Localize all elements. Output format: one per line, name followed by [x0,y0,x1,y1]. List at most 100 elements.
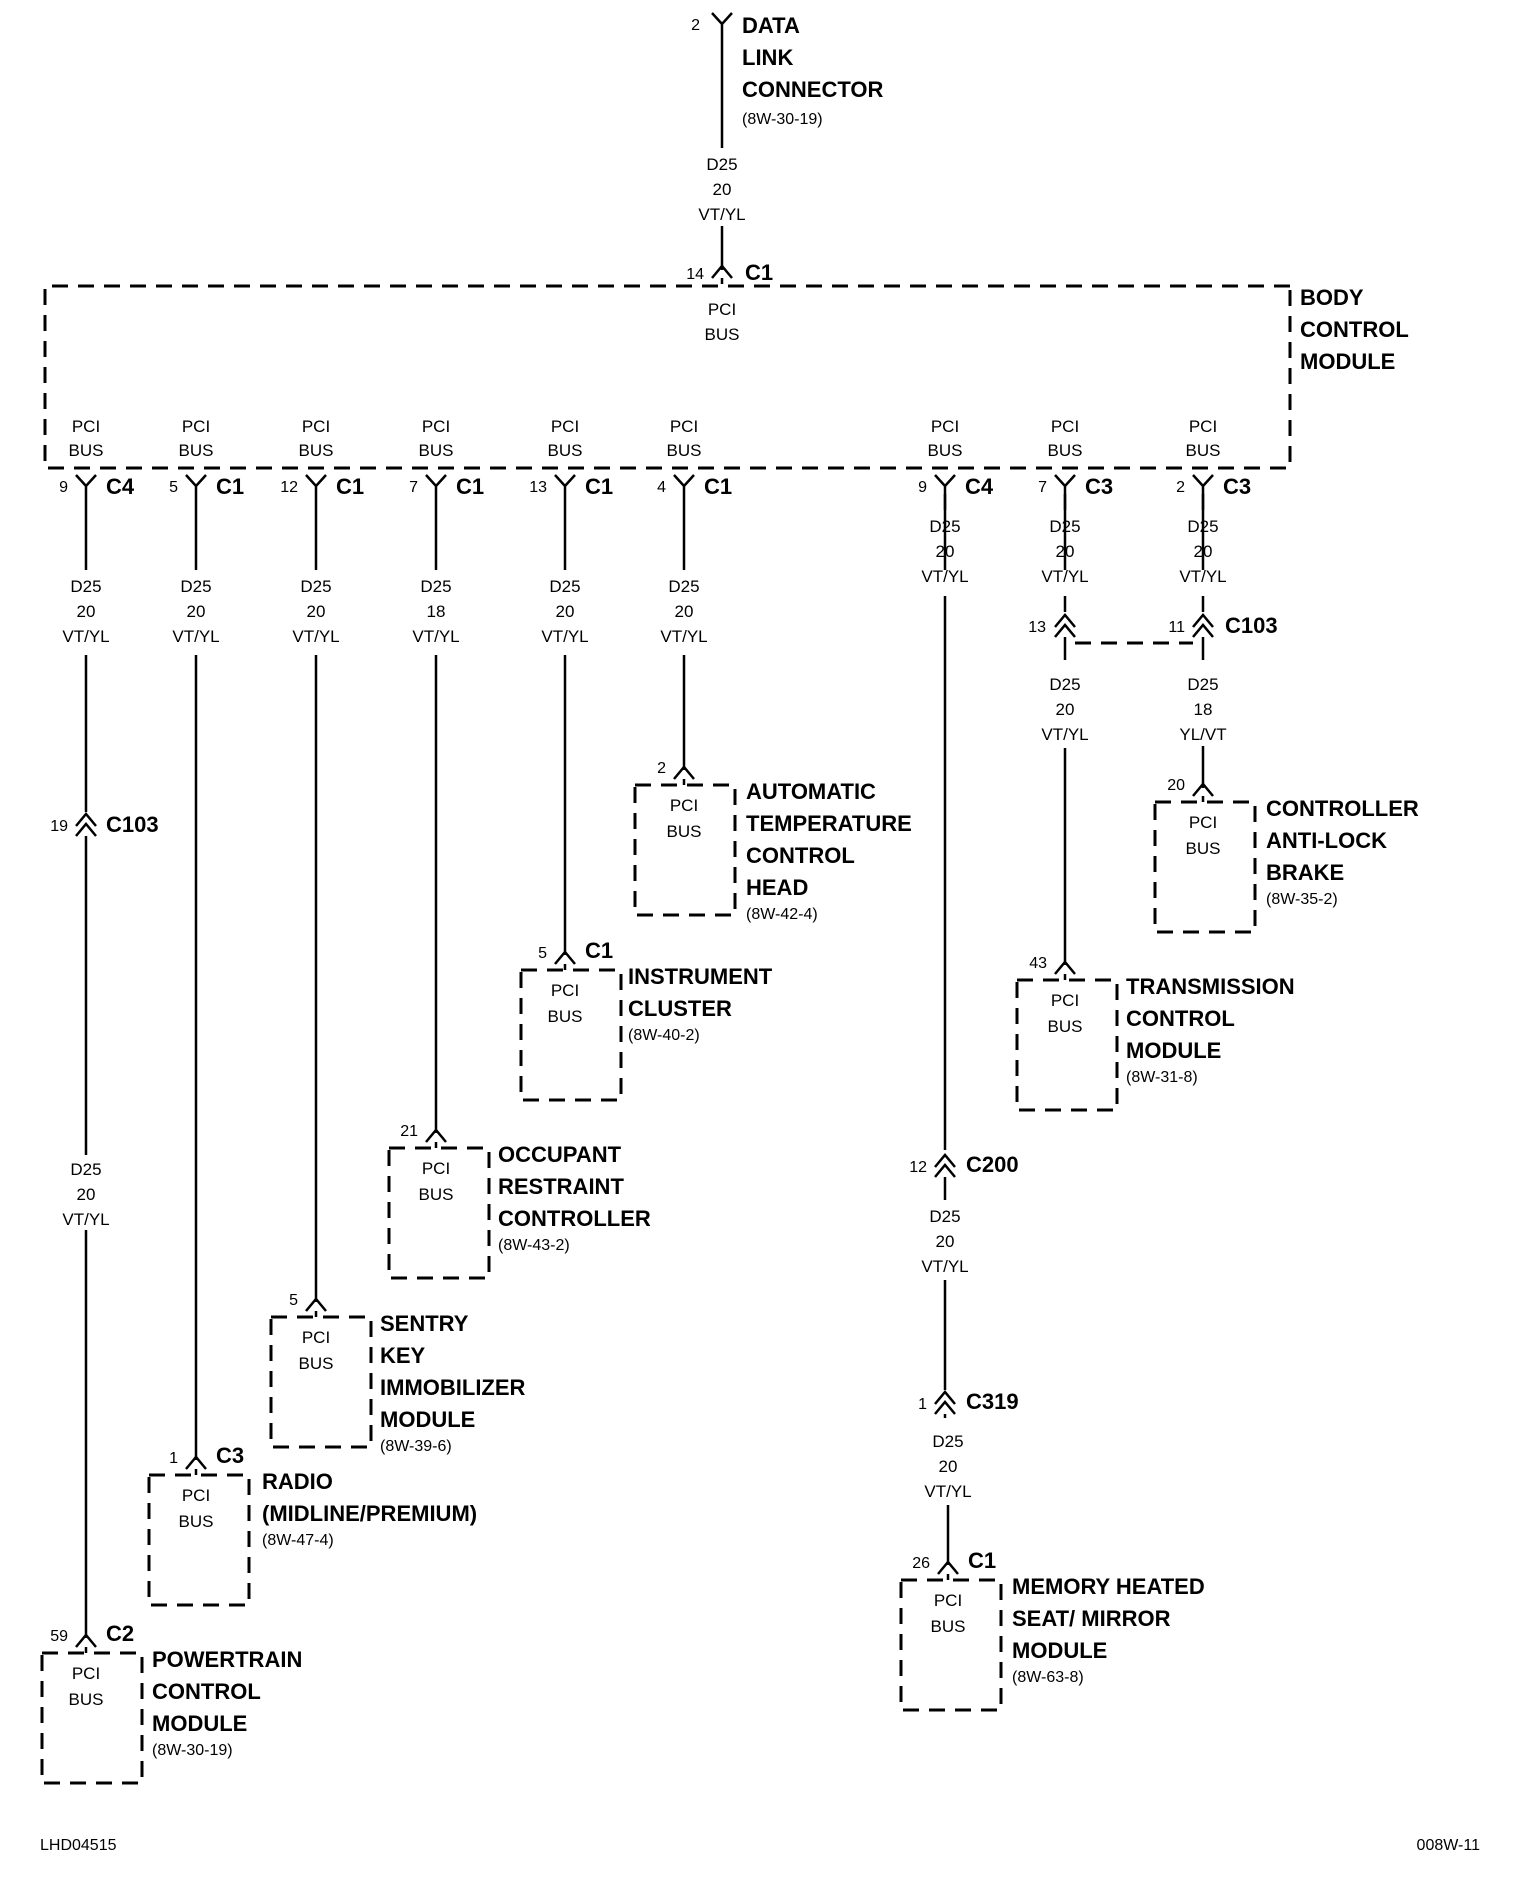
tap-wire-label-line: VT/YL [1179,567,1226,586]
module-name: (MIDLINE/PREMIUM) [262,1501,477,1526]
bcm-name: CONTROL [1300,317,1409,342]
module-bus-label: BUS [299,1354,334,1373]
module-ref: (8W-30-19) [152,1742,233,1759]
c200-wire-label-line: VT/YL [921,1257,968,1276]
tap-wire-label-line: D25 [300,577,331,596]
dlc-name: CONNECTOR [742,77,883,102]
module-pci-label: PCI [302,1328,330,1347]
tap-bus-label: BUS [667,441,702,460]
tap-terminal-icon [1054,474,1076,494]
tap-pci-label: PCI [551,417,579,436]
module-outline [269,1315,373,1449]
footer-left-code: LHD04515 [40,1837,117,1854]
tap-wire-label-line: D25 [549,577,580,596]
tap-terminal-icon [673,474,695,494]
c319-wire-label-line: 20 [939,1457,958,1476]
module-name: BRAKE [1266,860,1344,885]
c200-id: C200 [966,1152,1019,1177]
bcm-connector-id: C1 [745,260,773,285]
dlc-wire-label-line: VT/YL [698,205,745,224]
c319-id: C319 [966,1389,1019,1414]
tap-wire-label-line: VT/YL [921,567,968,586]
tap-pci-label: PCI [422,417,450,436]
module-ref: (8W-63-8) [1012,1669,1084,1686]
module-pci-label: PCI [422,1159,450,1178]
tap-wire-label-line: D25 [668,577,699,596]
tap-wire-label-line: D25 [180,577,211,596]
tap-wire-label-line: 20 [556,602,575,621]
module-name: MODULE [1126,1038,1221,1063]
module-name: RADIO [262,1469,333,1494]
module-pci-label: PCI [670,796,698,815]
dlc-wire-label-line: 20 [713,180,732,199]
tap-terminal-icon [75,474,97,494]
module-pci-label: PCI [72,1664,100,1683]
pcm-wire-label-line: VT/YL [62,1210,109,1229]
tap-terminal-icon [425,474,447,494]
module-name: POWERTRAIN [152,1647,302,1672]
tap-pci-label: PCI [1051,417,1079,436]
module-pci-label: PCI [1051,991,1079,1010]
module-name: MODULE [380,1407,475,1432]
module-outline [1015,978,1119,1112]
tap-wire-label-line: 20 [675,602,694,621]
module-name: RESTRAINT [498,1174,624,1199]
module-bus-label: BUS [179,1512,214,1531]
tap-pin-number: 13 [529,479,547,496]
dlc-ref: (8W-30-19) [742,111,823,128]
tap-pin-number: 4 [657,479,666,496]
tap-terminal-icon [185,474,207,494]
tap-pin-number: 12 [280,479,298,496]
tap-wire-label-line: 20 [77,602,96,621]
module-name: TRANSMISSION [1126,974,1295,999]
tcm-c103-pin: 13 [1028,619,1046,636]
module-pin-number: 2 [657,760,666,777]
module-pin-number: 59 [50,1628,68,1645]
module-name: CLUSTER [628,996,732,1021]
module-ref: (8W-35-2) [1266,891,1338,908]
tap-wire-label-line: D25 [70,577,101,596]
tcm-wire-label-line: VT/YL [1041,725,1088,744]
module-name: ANTI-LOCK [1266,828,1387,853]
tap-wire-label-line: D25 [1187,517,1218,536]
tap-pin-number: 9 [59,479,68,496]
module-pin-number: 20 [1167,777,1185,794]
module-connector-id: C1 [968,1548,996,1573]
module-outline [40,1651,144,1785]
module-name: OCCUPANT [498,1142,622,1167]
module-name: CONTROLLER [1266,796,1419,821]
module-name: TEMPERATURE [746,811,912,836]
tap-bus-label: BUS [69,441,104,460]
module-ref: (8W-47-4) [262,1532,334,1549]
module-name: MODULE [1012,1638,1107,1663]
pcm-c103-icon [75,812,97,837]
dlc-pin-number: 2 [691,17,700,34]
tap-pci-label: PCI [1189,417,1217,436]
module-name: MODULE [152,1711,247,1736]
tap-pci-label: PCI [931,417,959,436]
c319-wire-label-line: VT/YL [924,1482,971,1501]
c319-pin: 1 [918,1396,927,1413]
tap-terminal-icon [934,474,956,494]
tap-wire-label-line: 20 [187,602,206,621]
tcm-wire-label-line: 20 [1056,700,1075,719]
pcm-wire-label-line: 20 [77,1185,96,1204]
tap-pci-label: PCI [182,417,210,436]
module-pin-number: 26 [912,1555,930,1572]
pcm-c103-pin: 19 [50,818,68,835]
module-name: SENTRY [380,1311,469,1336]
abs-c103-icon [1192,613,1214,638]
tap-connector-id: C1 [336,474,364,499]
tap-pci-label: PCI [302,417,330,436]
pcm-wire-label-line: D25 [70,1160,101,1179]
tap-bus-label: BUS [179,441,214,460]
abs-wire-label-line: YL/VT [1179,725,1226,744]
pcm-c103-id: C103 [106,812,159,837]
module-outline [1153,800,1257,934]
dlc-wire-label-line: D25 [706,155,737,174]
tcm-wire-label-line: D25 [1049,675,1080,694]
module-pci-label: PCI [1189,813,1217,832]
tap-wire-label-line: 20 [936,542,955,561]
tap-wire-label-line: D25 [420,577,451,596]
